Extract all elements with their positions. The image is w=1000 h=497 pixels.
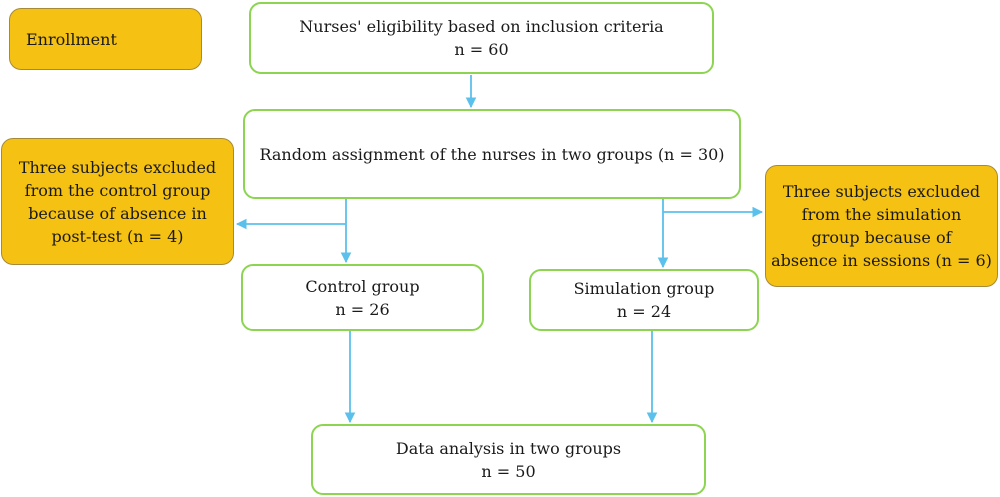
eligibility-title: Nurses' eligibility based on inclusion c… xyxy=(299,17,664,36)
data-analysis-title: Data analysis in two groups xyxy=(395,438,622,458)
simulation-group-title: Simulation group xyxy=(573,279,715,298)
control-group-count: n = 26 xyxy=(335,299,390,319)
data-analysis-box: Data analysis in two groups n = 50 xyxy=(311,424,706,495)
excluded-simulation-box: Three subjects excluded from the simulat… xyxy=(765,165,998,287)
excluded-control-line: post-test (n = 4) xyxy=(51,226,184,246)
excluded-simulation-line: group because of xyxy=(811,228,952,247)
control-group-title: Control group xyxy=(305,276,420,296)
excluded-control-line: from the control group xyxy=(24,180,211,200)
random-assignment-box: Random assignment of the nurses in two g… xyxy=(243,109,741,199)
excluded-simulation-line: Three subjects excluded xyxy=(782,182,981,201)
excluded-control-line: because of absence in xyxy=(28,203,207,223)
random-assignment-text: Random assignment of the nurses in two g… xyxy=(259,144,725,164)
eligibility-box: Nurses' eligibility based on inclusion c… xyxy=(249,2,714,74)
enrollment-label: Enrollment xyxy=(26,29,117,49)
eligibility-count: n = 60 xyxy=(454,40,509,59)
simulation-group-count: n = 24 xyxy=(616,302,672,321)
excluded-control-box: Three subjects excluded from the control… xyxy=(1,138,234,265)
excluded-simulation-line: from the simulation xyxy=(801,205,962,224)
excluded-simulation-line: absence in sessions (n = 6) xyxy=(771,251,992,270)
excluded-control-line: Three subjects excluded xyxy=(18,157,217,177)
data-analysis-count: n = 50 xyxy=(481,461,536,481)
simulation-group-box: Simulation group n = 24 xyxy=(529,269,759,331)
enrollment-label-box: Enrollment xyxy=(9,8,202,70)
control-group-box: Control group n = 26 xyxy=(241,264,484,331)
